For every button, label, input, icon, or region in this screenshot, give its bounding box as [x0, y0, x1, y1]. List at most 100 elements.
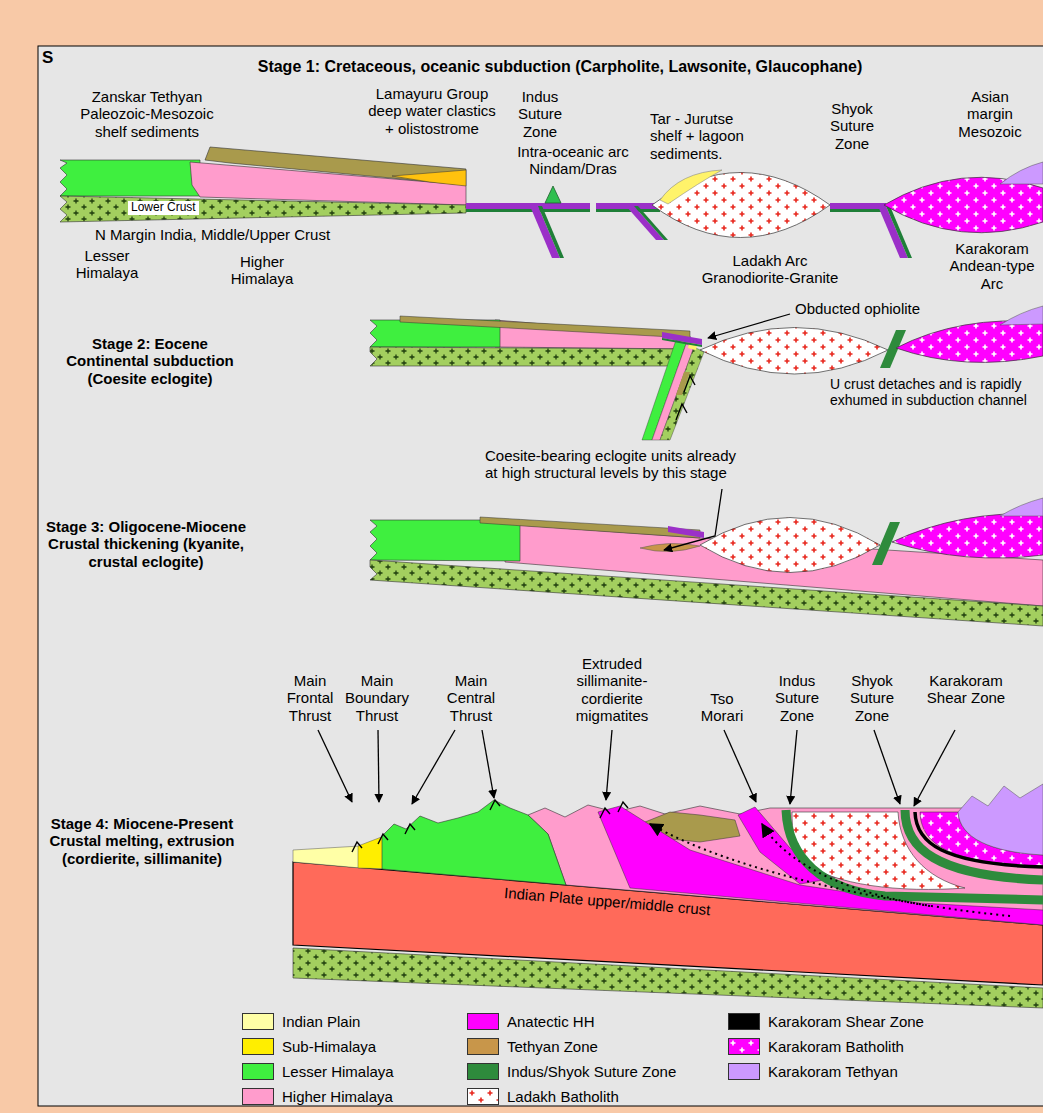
unit-label: Lamayuru Group deep water clastics + oli…: [363, 85, 501, 137]
eclogite-units: [640, 543, 700, 551]
oceanic-plate: [466, 203, 590, 209]
asian-margin: [1000, 498, 1043, 516]
legend-item: Lesser Himalaya: [242, 1063, 394, 1080]
legend-text: Ladakh Batholith: [507, 1088, 619, 1105]
leader-line: [914, 730, 955, 806]
karakoram-arc: [896, 321, 1043, 363]
oceanic-mantle: [466, 209, 590, 212]
ladakh-arc: [700, 328, 888, 375]
leader-line: [482, 730, 494, 798]
panel: [38, 46, 1043, 1106]
unit-label: Higher Himalaya: [225, 253, 300, 288]
stage-heading: Stage 4: Miocene-Present Crustal melting…: [42, 815, 242, 867]
oceanic-mantle: [830, 209, 886, 212]
legend-pattern-fill: [468, 1089, 498, 1104]
leader-line: [606, 730, 612, 800]
subducting-slab: [538, 206, 564, 258]
leader-line: [790, 730, 797, 804]
legend-swatch: [242, 1038, 274, 1055]
legend-text: Sub-Himalaya: [282, 1038, 376, 1055]
subducting-lower-crust: [660, 347, 704, 440]
legend-item: Indian Plain: [242, 1013, 360, 1030]
lamayuru-group: [392, 170, 466, 186]
oceanic-plate: [830, 203, 886, 209]
asian-margin: [1000, 306, 1043, 325]
stage-heading: Stage 2: Eocene Continental subduction (…: [58, 335, 243, 387]
karakoram-tethyan: [958, 784, 1043, 855]
unit-label: Asian margin Mesozoic: [953, 88, 1028, 140]
unit-label: Karakoram Andean-type Arc: [947, 240, 1037, 292]
callout-label: Obducted ophiolite: [795, 300, 920, 317]
lower-crust: [370, 347, 690, 366]
lesser-himalaya: [382, 800, 566, 885]
intra-oceanic-arc: [545, 186, 561, 203]
suture-label: Indus Suture Zone: [510, 88, 570, 140]
leader-line: [874, 730, 900, 804]
fault-label: Main Central Thrust: [439, 672, 504, 724]
lesser-himalaya: [60, 160, 200, 196]
unit-label: Lesser Himalaya: [70, 247, 145, 282]
unit-label: N Margin India, Middle/Upper Crust: [95, 226, 330, 243]
leader-line: [412, 730, 455, 804]
legend-swatch: [467, 1038, 499, 1055]
legend-text: Karakoram Shear Zone: [768, 1013, 924, 1030]
legend-item: Indus/Shyok Suture Zone: [467, 1063, 676, 1080]
legend-pattern: [468, 1089, 498, 1104]
unit-label: Tar - Jurutse shelf + lagoon sediments.: [650, 110, 755, 162]
leader-line: [378, 730, 379, 802]
unit-tag: Lower Crust: [128, 201, 199, 215]
asian-margin: [1000, 162, 1043, 184]
legend-swatch: [728, 1038, 760, 1055]
tethyan-sediments: [205, 147, 466, 185]
legend-item: Sub-Himalaya: [242, 1038, 376, 1055]
legend-text: Higher Himalaya: [282, 1088, 393, 1105]
legend-swatch: [728, 1063, 760, 1080]
obducted-ophiolite: [662, 338, 702, 347]
suture-label: Shyok Suture Zone: [822, 100, 882, 152]
legend-text: Karakoram Tethyan: [768, 1063, 898, 1080]
oceanic-mantle: [596, 209, 660, 212]
ladakh-arc: [700, 518, 880, 573]
unit-label: Intra-oceanic arc Nindam/Dras: [508, 143, 638, 178]
legend-swatch: [242, 1088, 274, 1105]
karakoram-arc: [892, 514, 1043, 558]
lower-crust: [370, 560, 1043, 626]
legend-swatch: [728, 1013, 760, 1030]
suture-label: Shyok Suture Zone: [842, 672, 902, 724]
leader-line: [318, 730, 352, 802]
unit-label: Zanskar Tethyan Paleozoic-Mesozoic shelf…: [72, 88, 222, 140]
unit-label: Extruded sillimanite-cordierite migmatit…: [572, 655, 652, 724]
legend-item: Karakoram Batholith: [728, 1038, 904, 1055]
lesser-himalaya: [370, 520, 520, 561]
legend-item: Tethyan Zone: [467, 1038, 598, 1055]
legend-item: Anatectic HH: [467, 1013, 595, 1030]
panel-letter: S: [42, 48, 53, 68]
unit-label: Tso Morari: [697, 690, 747, 725]
stage-heading: Stage 3: Oligocene-Miocene Crustal thick…: [42, 518, 251, 570]
karakoram-shear-zone: [915, 812, 1043, 867]
obducted-ophiolite: [668, 526, 704, 538]
legend-item: Karakoram Shear Zone: [728, 1013, 924, 1030]
legend-swatch: [242, 1013, 274, 1030]
note-label: U crust detaches and is rapidly exhumed …: [830, 376, 1035, 408]
legend-item: Ladakh Batholith: [467, 1088, 619, 1105]
legend-text: Tethyan Zone: [507, 1038, 598, 1055]
stage-heading: Stage 1: Cretaceous, oceanic subduction …: [180, 58, 940, 76]
fault-label: Karakoram Shear Zone: [926, 672, 1006, 707]
legend-text: Anatectic HH: [507, 1013, 595, 1030]
fault-label: Main Boundary Thrust: [342, 672, 412, 724]
legend-item: Karakoram Tethyan: [728, 1063, 898, 1080]
legend-item: Higher Himalaya: [242, 1088, 393, 1105]
tar-jurutse-sediments: [660, 170, 722, 204]
legend-pattern: [729, 1039, 759, 1054]
tethyan-sediments: [480, 517, 700, 538]
subducting-slab: [626, 206, 664, 240]
leader-line: [708, 314, 790, 338]
legend-pattern-fill: [729, 1039, 759, 1054]
exhumation-arrows: [676, 376, 695, 420]
lower-crust: [60, 196, 466, 222]
legend-text: Indian Plain: [282, 1013, 360, 1030]
karakoram-arc: [884, 177, 1043, 232]
legend-text: Karakoram Batholith: [768, 1038, 904, 1055]
legend-text: Lesser Himalaya: [282, 1063, 394, 1080]
